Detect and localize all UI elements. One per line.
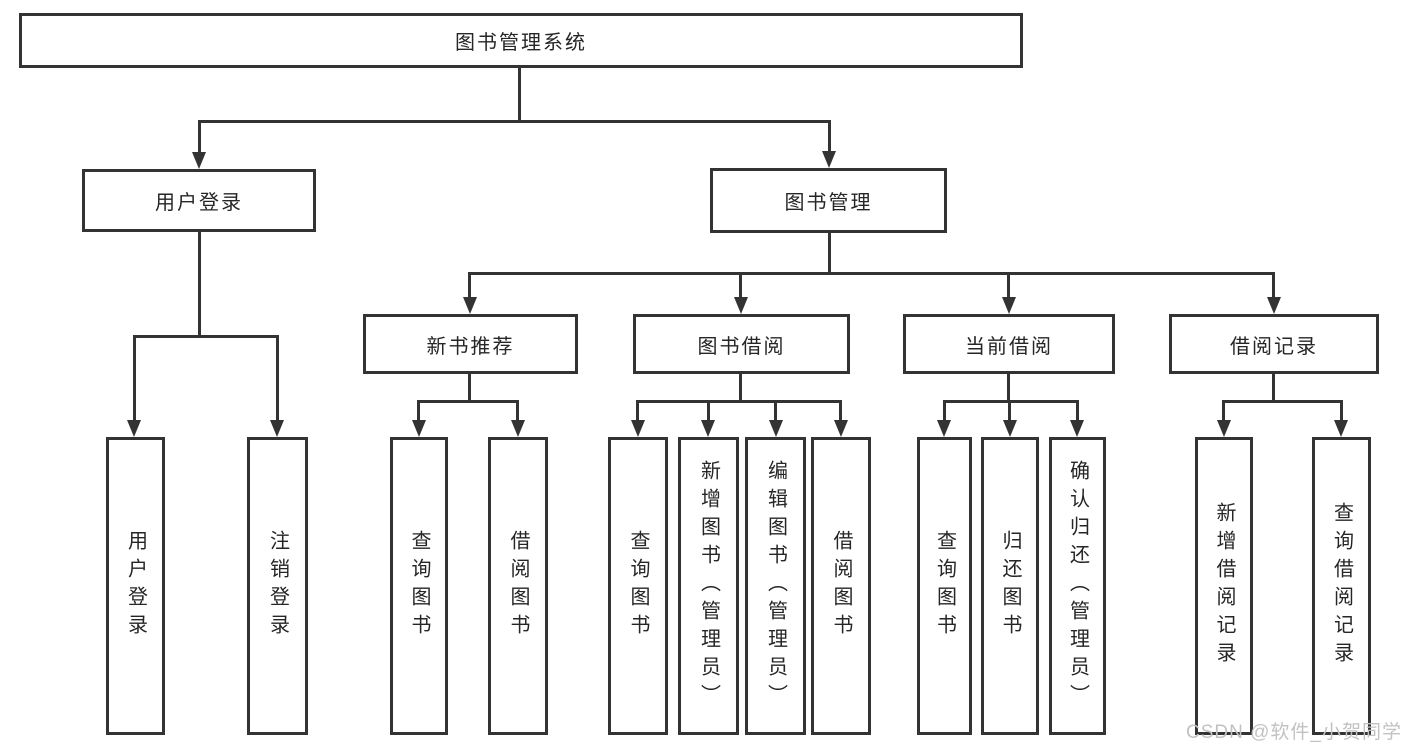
leaf-edit-books-admin-label: 编辑图书（管理员） xyxy=(764,460,787,712)
connector-line xyxy=(199,120,831,123)
arrow-down-icon xyxy=(834,420,848,437)
arrow-down-icon xyxy=(734,297,748,314)
connector-line xyxy=(638,400,842,403)
leaf-user-login: 用户登录 xyxy=(106,437,165,735)
arrow-down-icon xyxy=(1334,420,1348,437)
connector-line xyxy=(276,335,279,420)
connector-line xyxy=(134,335,279,338)
connector-line xyxy=(739,272,742,297)
connector-line xyxy=(1222,400,1225,420)
connector-line xyxy=(516,400,519,420)
watermark: CSDN @软件_小贺同学 xyxy=(1186,722,1402,743)
leaf-user-login-label: 用户登录 xyxy=(124,530,147,642)
leaf-borrow-books-recommend-label: 借阅图书 xyxy=(507,530,529,642)
arrow-down-icon xyxy=(412,420,426,437)
leaf-query-books-borrow: 查询图书 xyxy=(608,437,668,735)
leaf-logout-label: 注销登录 xyxy=(266,530,289,642)
leaf-return-books-label: 归还图书 xyxy=(999,530,1021,642)
arrow-down-icon xyxy=(127,420,141,437)
arrow-down-icon xyxy=(511,420,525,437)
connector-line xyxy=(828,233,831,272)
node-root: 图书管理系统 xyxy=(19,13,1023,68)
leaf-query-books-recommend-label: 查询图书 xyxy=(408,530,430,642)
leaf-add-borrow-record-label: 新增借阅记录 xyxy=(1213,502,1235,670)
connector-line xyxy=(1272,272,1275,297)
node-book-management: 图书管理 xyxy=(710,168,947,233)
connector-line xyxy=(944,400,1079,403)
leaf-query-books-current: 查询图书 xyxy=(917,437,972,735)
leaf-query-borrow-record-label: 查询借阅记录 xyxy=(1330,502,1353,670)
node-user-login: 用户登录 xyxy=(82,169,316,232)
leaf-add-books-admin-label: 新增图书（管理员） xyxy=(697,460,720,712)
node-new-book-recommend-label: 新书推荐 xyxy=(426,335,515,358)
arrow-down-icon xyxy=(1217,420,1231,437)
leaf-logout: 注销登录 xyxy=(247,437,308,735)
node-borrow-records-label: 借阅记录 xyxy=(1230,335,1318,358)
connector-line xyxy=(828,120,831,151)
arrow-down-icon xyxy=(1002,297,1016,314)
node-book-management-label: 图书管理 xyxy=(784,192,873,214)
leaf-borrow-books-borrow-label: 借阅图书 xyxy=(830,530,852,642)
arrow-down-icon xyxy=(701,420,715,437)
connector-line xyxy=(839,400,842,420)
connector-line xyxy=(198,120,201,152)
arrow-down-icon xyxy=(1003,420,1017,437)
connector-line xyxy=(417,400,420,420)
node-book-borrow-label: 图书借阅 xyxy=(697,335,786,358)
arrow-down-icon xyxy=(1267,297,1281,314)
connector-line xyxy=(1007,272,1010,297)
node-user-login-label: 用户登录 xyxy=(155,192,243,214)
arrow-down-icon xyxy=(631,420,645,437)
leaf-confirm-return-admin: 确认归还（管理员） xyxy=(1049,437,1106,735)
arrow-down-icon xyxy=(192,152,206,169)
node-root-label: 图书管理系统 xyxy=(455,32,587,54)
connector-line xyxy=(419,400,519,403)
leaf-query-borrow-record: 查询借阅记录 xyxy=(1312,437,1371,735)
leaf-query-books-borrow-label: 查询图书 xyxy=(627,530,649,642)
connector-line xyxy=(707,400,710,420)
connector-line xyxy=(739,374,742,400)
arrow-down-icon xyxy=(270,420,284,437)
leaf-query-books-recommend: 查询图书 xyxy=(390,437,448,735)
connector-line xyxy=(943,400,946,420)
leaf-add-books-admin: 新增图书（管理员） xyxy=(678,437,739,735)
node-book-borrow: 图书借阅 xyxy=(633,314,850,374)
connector-line xyxy=(470,272,1275,275)
leaf-borrow-books-borrow: 借阅图书 xyxy=(811,437,871,735)
connector-line xyxy=(133,335,136,420)
arrow-down-icon xyxy=(1070,420,1084,437)
leaf-add-borrow-record: 新增借阅记录 xyxy=(1195,437,1253,735)
leaf-edit-books-admin: 编辑图书（管理员） xyxy=(745,437,806,735)
connector-line xyxy=(636,400,639,420)
connector-line xyxy=(1007,374,1010,400)
arrow-down-icon xyxy=(937,420,951,437)
leaf-confirm-return-admin-label: 确认归还（管理员） xyxy=(1066,460,1089,712)
leaf-query-books-current-label: 查询图书 xyxy=(933,530,956,642)
node-borrow-records: 借阅记录 xyxy=(1169,314,1379,374)
node-new-book-recommend: 新书推荐 xyxy=(363,314,578,374)
connector-line xyxy=(198,232,201,335)
connector-line xyxy=(468,374,471,400)
leaf-borrow-books-recommend: 借阅图书 xyxy=(488,437,548,735)
connector-line xyxy=(1008,400,1011,420)
arrow-down-icon xyxy=(463,297,477,314)
node-current-borrow-label: 当前借阅 xyxy=(965,335,1053,358)
arrow-down-icon xyxy=(769,420,783,437)
connector-line xyxy=(1076,400,1079,420)
connector-line xyxy=(518,68,521,120)
node-current-borrow: 当前借阅 xyxy=(903,314,1115,374)
connector-line xyxy=(774,400,777,420)
connector-line xyxy=(1224,400,1342,403)
arrow-down-icon xyxy=(822,151,836,168)
connector-line xyxy=(1272,374,1275,400)
connector-line xyxy=(1340,400,1343,420)
connector-line xyxy=(468,272,471,297)
leaf-return-books: 归还图书 xyxy=(981,437,1039,735)
